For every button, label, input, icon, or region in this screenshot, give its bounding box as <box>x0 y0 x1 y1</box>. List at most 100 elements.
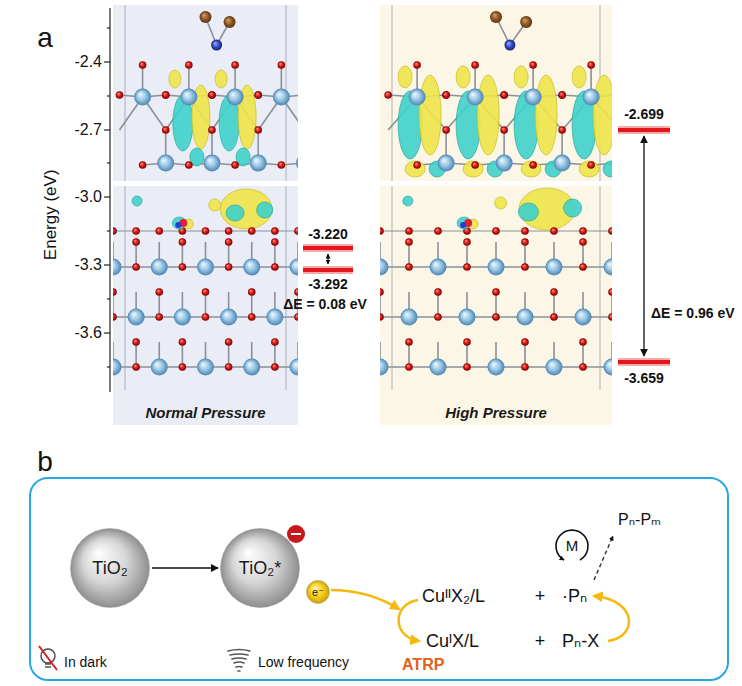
atom <box>278 161 286 169</box>
atom <box>227 89 244 106</box>
orbital-lobe <box>477 75 499 155</box>
orbital-lobe <box>405 161 425 177</box>
orbital-lobe <box>169 70 181 88</box>
tick-label: -2.7 <box>74 121 102 139</box>
orbital-lobe <box>572 66 586 88</box>
node-label: TiO₂* <box>239 558 281 579</box>
atom <box>463 238 471 246</box>
energy-level <box>618 360 670 364</box>
atom <box>155 288 163 296</box>
atom <box>492 313 500 321</box>
atom <box>546 259 563 276</box>
atom <box>231 161 239 169</box>
species-label: Pₙ-X <box>562 631 599 652</box>
atom <box>180 89 197 106</box>
atom <box>179 338 187 346</box>
orbital-lobe <box>535 75 557 155</box>
atom <box>488 259 505 276</box>
atom <box>271 263 279 271</box>
condition-label: Low frequency <box>258 654 349 670</box>
energy-level <box>303 266 353 274</box>
atom <box>401 309 418 326</box>
charge-symbol <box>287 525 305 543</box>
charge-symbol <box>291 533 301 535</box>
frequency-icon <box>228 650 250 672</box>
atom <box>380 288 384 296</box>
atom <box>113 227 117 235</box>
atom <box>467 89 484 106</box>
atom <box>254 126 262 134</box>
atom <box>225 227 233 235</box>
atom <box>604 259 613 276</box>
energy-axis <box>109 8 110 392</box>
atom <box>224 16 236 28</box>
atom <box>521 338 529 346</box>
energy-axis <box>107 162 110 163</box>
energy-axis <box>107 298 110 299</box>
atom <box>492 288 500 296</box>
atom <box>608 288 612 296</box>
atom <box>380 259 389 276</box>
propagation-arrow <box>556 530 588 560</box>
charge-symbol <box>287 525 305 543</box>
atom <box>520 16 532 28</box>
dark-icon <box>39 646 57 670</box>
atom <box>290 259 299 276</box>
atom <box>202 288 210 296</box>
atom <box>463 263 471 271</box>
plus-sign: + <box>535 631 546 652</box>
atom <box>113 259 122 276</box>
energy-level <box>618 358 670 366</box>
node-label: TiO₂ <box>92 558 127 579</box>
atom <box>211 40 222 51</box>
orbital-lobe <box>209 199 221 211</box>
frequency-icon <box>238 670 240 672</box>
energy-axis <box>104 8 110 392</box>
panel-letter: a <box>37 22 53 54</box>
atom <box>409 89 426 106</box>
atom <box>442 126 450 134</box>
orbital-lobe <box>495 197 507 209</box>
atom <box>243 259 260 276</box>
image-gap <box>380 181 612 186</box>
atom <box>162 126 170 134</box>
axis-title: Energy (eV) <box>40 170 60 261</box>
atom <box>608 313 612 321</box>
orbital-lobe <box>419 75 441 155</box>
atom <box>266 309 283 326</box>
atom <box>294 313 298 321</box>
dark-icon <box>45 666 51 667</box>
tick-label: -3.3 <box>74 256 102 274</box>
orbital-lobe <box>463 161 483 177</box>
atom <box>151 259 168 276</box>
orbital-lobe <box>215 70 227 88</box>
atom <box>500 126 508 134</box>
atom <box>225 363 233 371</box>
catalyst-sphere: TiO₂ <box>70 528 150 608</box>
atom <box>294 288 298 296</box>
cycle-arrow <box>594 596 629 641</box>
cycle-arrow <box>399 600 419 641</box>
image-gap <box>113 181 298 186</box>
energy-axis <box>104 264 110 265</box>
atom <box>583 89 600 106</box>
atom <box>231 61 239 69</box>
energy-axis <box>107 95 110 96</box>
plus-sign: + <box>535 586 546 607</box>
atom <box>113 313 117 321</box>
energy-level <box>303 268 353 272</box>
frequency-icon <box>228 650 250 652</box>
cell-line <box>392 186 393 390</box>
dark-icon <box>45 663 51 664</box>
atom <box>504 40 515 51</box>
atom <box>250 155 267 172</box>
tick-label: -2.4 <box>74 53 102 71</box>
atom <box>113 359 122 376</box>
panel-frame <box>30 478 728 680</box>
atom <box>488 359 505 376</box>
atom <box>604 359 613 376</box>
atom <box>405 338 413 346</box>
atom <box>225 338 233 346</box>
atom <box>438 155 455 172</box>
